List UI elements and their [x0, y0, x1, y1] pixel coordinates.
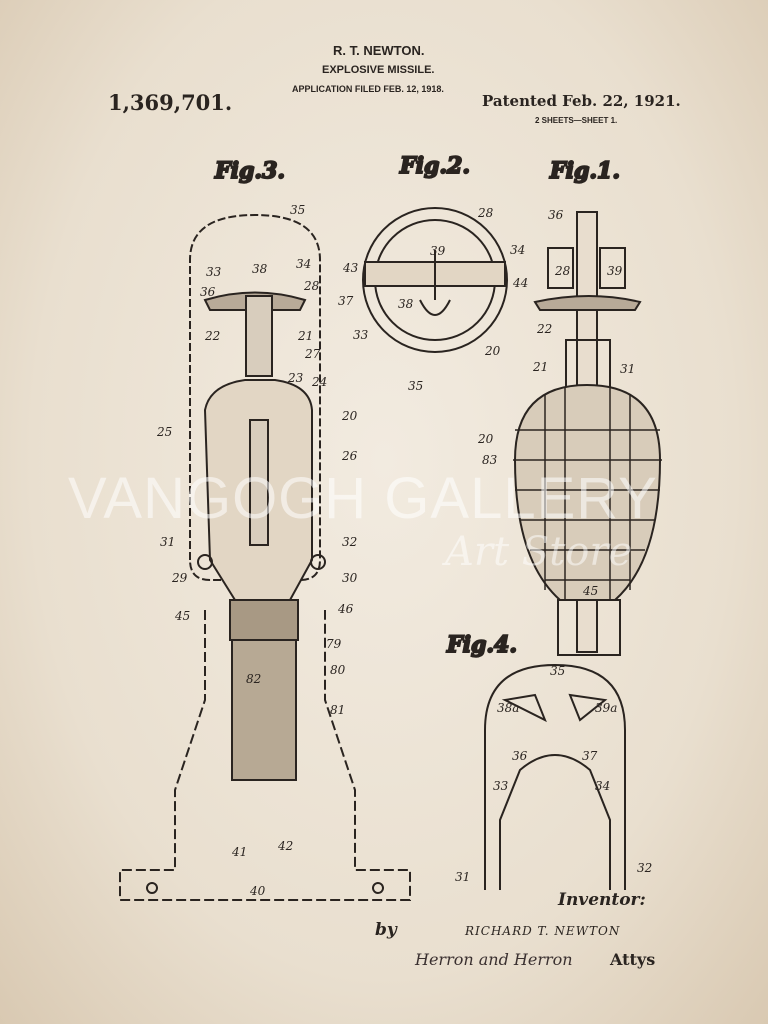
fig2-callout-number: 44	[512, 276, 528, 290]
fig3-callout-number: 32	[342, 535, 357, 549]
inventor-short: R. T. NEWTON.	[333, 43, 425, 58]
fig3-callout-number: 80	[330, 663, 346, 677]
fig1-callout-number: 22	[536, 322, 552, 336]
filed-date: APPLICATION FILED FEB. 12, 1918.	[292, 84, 444, 94]
fig2-callout-number: 20	[484, 344, 501, 358]
fig4-callout-number: 31	[455, 870, 470, 884]
fig3-callout-number: 36	[200, 285, 216, 299]
fig4-drawing	[484, 663, 626, 890]
fig3-callout-number: 38	[252, 262, 268, 276]
fig2-callout-number: 43	[342, 261, 359, 275]
fig4-callout-number: 36	[512, 749, 528, 763]
fig3-callout-number: 42	[277, 839, 293, 853]
fig1-callout-number: 31	[620, 362, 635, 376]
fig4-callout-number: 37	[582, 749, 598, 763]
fig3-callout-number: 26	[341, 449, 358, 463]
fig3-callout-number: 35	[290, 203, 305, 217]
fig3-callout-number: 30	[342, 571, 358, 585]
fig3-callout-number: 22	[204, 329, 220, 343]
fig2-callout-number: 39	[430, 244, 446, 258]
fig1-callout-number: 36	[548, 208, 564, 222]
inventor-label: Inventor:	[558, 890, 646, 910]
fig3-callout-number: 82	[246, 672, 261, 686]
fig3-callout-number: 25	[156, 425, 172, 439]
watermark-text: VANGOGH GALLERY	[68, 466, 658, 531]
sheets-info: 2 SHEETS—SHEET 1.	[535, 116, 618, 125]
fig1-callout-number: 21	[532, 360, 548, 374]
fig4-callout-number: 33	[493, 779, 509, 793]
fig3-callout-number: 21	[297, 329, 313, 343]
fig3-callout-number: 29	[171, 571, 188, 585]
fig3-label: Fig.3.	[214, 158, 285, 184]
fig1-callout-number: 28	[554, 264, 571, 278]
fig2-callout-number: 34	[510, 243, 525, 257]
fig3-callout-number: 34	[296, 257, 311, 271]
fig3-callout-number: 45	[174, 609, 190, 623]
attorney-signature: Herron and Herron	[415, 950, 573, 969]
patent-title: EXPLOSIVE MISSILE.	[322, 64, 435, 76]
fig3-callout-number: 40	[249, 884, 266, 898]
fig3-callout-number: 79	[326, 637, 342, 651]
inventor-name: RICHARD T. NEWTON	[465, 924, 621, 938]
fig3-callout-number: 24	[311, 375, 327, 389]
watermark-subtext: Art Store	[445, 529, 633, 575]
fig1-callout-number: 45	[582, 584, 598, 598]
fig2-callout-number: 38	[398, 297, 414, 311]
fig3-callout-number: 41	[231, 845, 247, 859]
fig4-callout-number: 38a	[497, 701, 519, 715]
fig2-callout-number: 28	[477, 206, 494, 220]
by-label: by	[375, 920, 397, 940]
fig3-callout-number: 28	[303, 279, 320, 293]
fig1-callout-number: 39	[607, 264, 623, 278]
fig3-callout-number: 81	[330, 703, 345, 717]
fig1-callout-number: 20	[477, 432, 494, 446]
fig1-callout-number: 83	[482, 453, 498, 467]
fig3-callout-number: 20	[341, 409, 358, 423]
patent-number: 1,369,701.	[108, 90, 233, 115]
fig4-label: Fig.4.	[446, 632, 517, 658]
fig2-drawing	[362, 207, 508, 353]
fig1-label: Fig.1.	[549, 158, 620, 184]
fig1-drawing	[513, 211, 662, 656]
fig3-callout-number: 46	[337, 602, 354, 616]
fig3-callout-number: 31	[160, 535, 175, 549]
fig3-callout-number: 37	[338, 294, 354, 308]
fig4-callout-number: 35	[550, 664, 565, 678]
attys-label: Attys	[610, 950, 656, 969]
fig4-callout-number: 32	[637, 861, 652, 875]
fig3-drawing	[119, 213, 411, 901]
patented-date: Patented Feb. 22, 1921.	[482, 92, 681, 110]
fig2-label: Fig.2.	[399, 153, 470, 179]
fig3-callout-number: 23	[287, 371, 304, 385]
fig3-callout-number: 27	[304, 347, 321, 361]
fig2-callout-number: 33	[353, 328, 369, 342]
fig3-callout-number: 33	[206, 265, 222, 279]
fig4-callout-number: 39a	[595, 701, 617, 715]
fig4-callout-number: 34	[595, 779, 610, 793]
fig2-callout-number: 35	[408, 379, 423, 393]
